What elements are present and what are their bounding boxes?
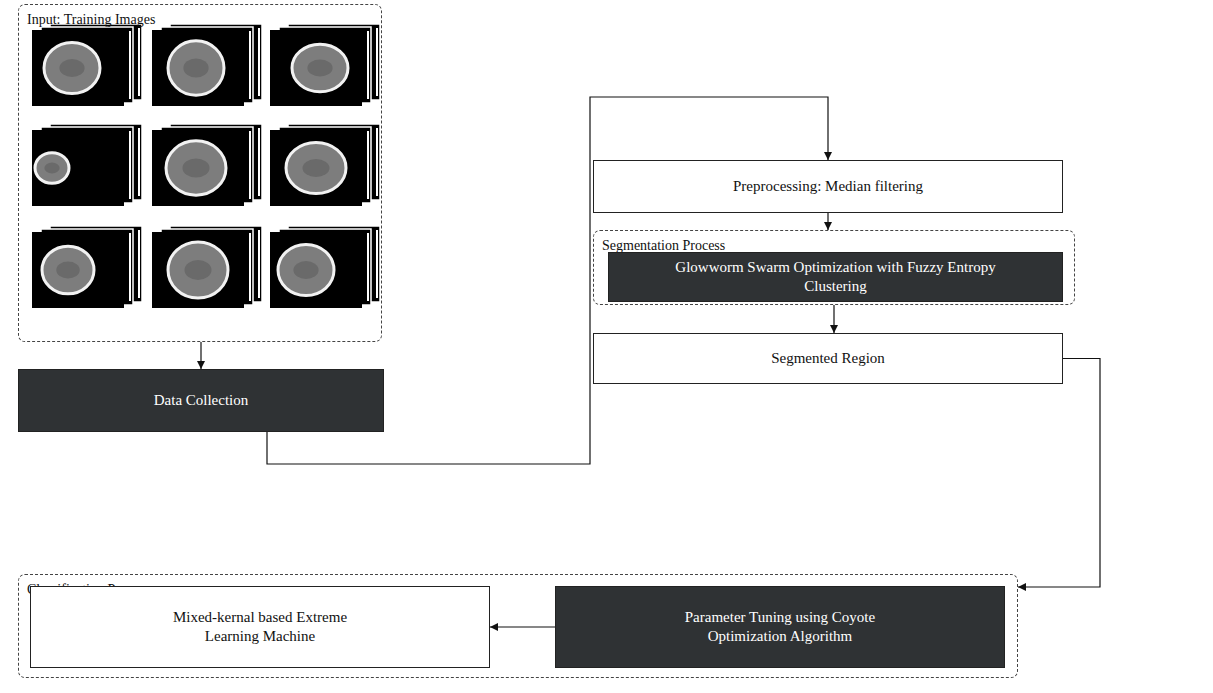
group-title: Input: Training Images: [27, 11, 155, 29]
process-box: Parameter Tuning using Coyote Optimizati…: [555, 586, 1005, 668]
ct-head: [278, 245, 334, 296]
ct-ventricle: [303, 159, 330, 177]
frame-edge: [129, 233, 131, 301]
box-label: Glowworm Swarm Optimization with Fuzzy E…: [656, 258, 1016, 296]
ct-slice: [152, 30, 244, 106]
ct-ventricle: [44, 163, 59, 174]
frame-edge: [249, 131, 251, 199]
frame-edge: [258, 128, 260, 196]
ct-ventricle: [183, 158, 210, 177]
ct-slice: [32, 30, 124, 106]
process-box: Segmented Region: [593, 333, 1063, 384]
connector: [1018, 359, 1100, 588]
ct-slice: [270, 232, 362, 308]
frame-edge: [367, 233, 369, 301]
connector: [833, 305, 834, 333]
box-label: Segmented Region: [771, 349, 885, 368]
ct-slice: [152, 130, 244, 206]
ct-ventricle: [293, 261, 318, 279]
ct-head: [168, 242, 228, 298]
frame-edge: [138, 230, 140, 298]
group-container: Input: Training Images: [18, 4, 382, 342]
frame-edge: [376, 128, 378, 196]
ct-head: [166, 141, 226, 195]
frame-edge: [138, 28, 140, 96]
frame-edge: [376, 230, 378, 298]
ct-head: [168, 41, 224, 95]
process-box: Data Collection: [18, 369, 384, 432]
frame-edge: [367, 131, 369, 199]
frame-edge: [258, 230, 260, 298]
box-label: Data Collection: [154, 391, 249, 410]
box-label: Preprocessing: Median filtering: [733, 177, 923, 196]
process-box: Preprocessing: Median filtering: [593, 160, 1063, 213]
ct-slice: [152, 232, 244, 308]
frame-edge: [249, 31, 251, 99]
connector: [490, 626, 555, 627]
ct-slice: [32, 232, 124, 308]
connector: [200, 342, 201, 369]
ct-slice: [270, 130, 362, 206]
frame-edge: [249, 233, 251, 301]
ct-head: [292, 44, 348, 92]
process-box: Mixed-kernal based Extreme Learning Mach…: [30, 586, 490, 668]
connector: [827, 213, 828, 230]
frame-edge: [129, 131, 131, 199]
ct-ventricle: [185, 260, 212, 280]
box-label: Mixed-kernal based Extreme Learning Mach…: [165, 608, 355, 646]
frame-edge: [138, 128, 140, 196]
ct-ventricle: [56, 262, 79, 279]
ct-ventricle: [183, 58, 208, 77]
frame-edge: [258, 28, 260, 96]
ct-slice: [270, 30, 362, 106]
ct-head: [42, 246, 94, 294]
ct-ventricle: [59, 59, 84, 77]
frame-edge: [376, 28, 378, 96]
frame-edge: [367, 31, 369, 99]
ct-slice: [32, 130, 124, 206]
process-box: Glowworm Swarm Optimization with Fuzzy E…: [608, 252, 1063, 302]
group-container: Classification ProcessMixed-kernal based…: [18, 574, 1018, 678]
ct-head: [286, 143, 346, 194]
ct-head: [44, 43, 100, 94]
ct-head: [35, 153, 69, 184]
group-container: Segmentation ProcessGlowworm Swarm Optim…: [593, 230, 1075, 305]
box-label: Parameter Tuning using Coyote Optimizati…: [680, 608, 880, 646]
frame-edge: [129, 31, 131, 99]
ct-ventricle: [307, 60, 332, 77]
